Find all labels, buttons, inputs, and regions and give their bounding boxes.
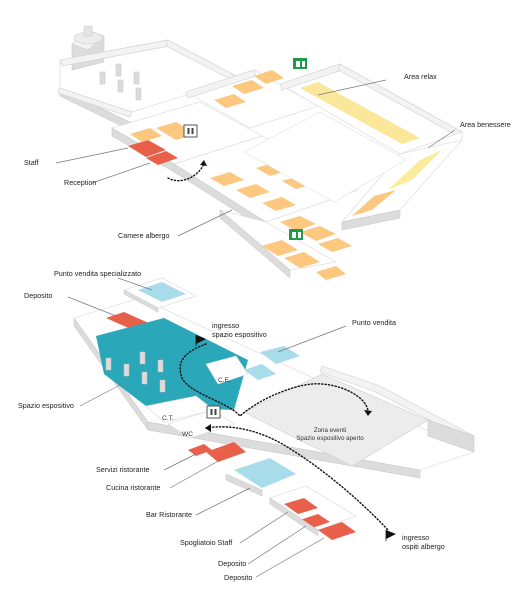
label-wc: WC	[182, 431, 193, 438]
north-wing	[185, 69, 319, 129]
label-camere: Camere albergo	[118, 209, 233, 240]
svg-text:spazio espositivo: spazio espositivo	[212, 330, 267, 339]
svg-text:Punto vendita specializzato: Punto vendita specializzato	[54, 269, 141, 278]
punto-vendita-room-2	[244, 364, 276, 380]
hall-columns	[99, 63, 142, 101]
label-area-relax: Area relax	[317, 72, 437, 96]
svg-text:Deposito: Deposito	[224, 573, 252, 582]
wc-sign-icon	[206, 405, 221, 419]
east-wing	[341, 139, 463, 231]
hotel-rooms-lower	[219, 209, 346, 280]
label-staff: Staff	[24, 147, 129, 167]
label-spogliatoio-staff: Spogliatoio Staff	[180, 511, 289, 547]
label-reception: Reception	[64, 162, 151, 187]
spogliatoio-staff-room	[284, 498, 318, 514]
label-zona-eventi: Zona eventi	[314, 427, 346, 434]
upper-floor-plan: Staff Reception Camere albergo Area rela…	[24, 25, 511, 280]
label-deposito-1: Deposito	[218, 525, 307, 568]
label-ct: C.T.	[162, 415, 174, 422]
exit-sign-icon	[289, 229, 303, 240]
label-ce: C.E.	[218, 377, 231, 384]
svg-text:Servizi ristorante: Servizi ristorante	[96, 465, 150, 474]
label-deposito-top: Deposito	[24, 291, 117, 317]
exit-sign-icon	[293, 58, 307, 69]
bar-ristorante-room	[234, 458, 296, 488]
punto-vendita-room	[260, 346, 300, 364]
label-spazio-aperto: Spazio espositivo aperto	[296, 435, 364, 442]
label-ingresso-ospiti: ingresso ospiti albergo	[402, 533, 445, 551]
svg-text:Punto vendita: Punto vendita	[352, 318, 396, 327]
label-punto-vendita: Punto vendita	[277, 318, 396, 353]
espositivo-columns	[105, 351, 166, 393]
label-deposito-2: Deposito	[224, 537, 325, 582]
punto-vendita-specializzato-room	[138, 282, 186, 302]
svg-text:Camere albergo: Camere albergo	[118, 231, 170, 240]
wc-sign-icon	[183, 124, 198, 138]
svg-text:ingresso: ingresso	[212, 321, 239, 330]
label-bar-ristorante: Bar Ristorante	[146, 487, 251, 519]
entrance-flag-icon	[195, 335, 206, 346]
servizi-ristorante-room	[188, 444, 212, 456]
svg-text:Area relax: Area relax	[404, 72, 437, 81]
svg-text:Deposito: Deposito	[24, 291, 52, 300]
svg-text:Spogliatoio Staff: Spogliatoio Staff	[180, 538, 232, 547]
area-benessere	[388, 150, 442, 190]
lower-floor-plan: C.E. C.T. WC Zona eventi Spazio espositi…	[18, 269, 475, 582]
staff-room	[128, 140, 166, 157]
courtyard-frame	[279, 63, 463, 163]
reception-room	[146, 151, 178, 165]
spazio-espositivo-area	[96, 318, 248, 410]
label-cucina-ristorante: Cucina ristorante	[106, 459, 221, 492]
svg-text:Deposito: Deposito	[218, 559, 246, 568]
svg-text:ospiti albergo: ospiti albergo	[402, 542, 445, 551]
label-servizi-ristorante: Servizi ristorante	[96, 453, 197, 474]
label-spazio-espositivo: Spazio espositivo	[18, 383, 123, 410]
entrance-flag-icon	[385, 530, 396, 541]
label-area-benessere: Area benessere	[427, 120, 511, 149]
svg-text:Spazio espositivo: Spazio espositivo	[18, 401, 74, 410]
area-relax	[300, 82, 420, 144]
label-punto-vendita-specializzato: Punto vendita specializzato	[54, 269, 153, 291]
svg-text:Bar Ristorante: Bar Ristorante	[146, 510, 192, 519]
svg-text:Area benessere: Area benessere	[460, 120, 511, 129]
label-ingresso-espositivo: ingresso spazio espositivo	[212, 321, 267, 339]
svg-text:ingresso: ingresso	[402, 533, 429, 542]
svg-text:Cucina ristorante: Cucina ristorante	[106, 483, 160, 492]
svg-text:Staff: Staff	[24, 158, 39, 167]
deposito-room-2	[318, 522, 356, 540]
svg-text:Reception: Reception	[64, 178, 96, 187]
cucina-ristorante-room	[206, 442, 246, 462]
